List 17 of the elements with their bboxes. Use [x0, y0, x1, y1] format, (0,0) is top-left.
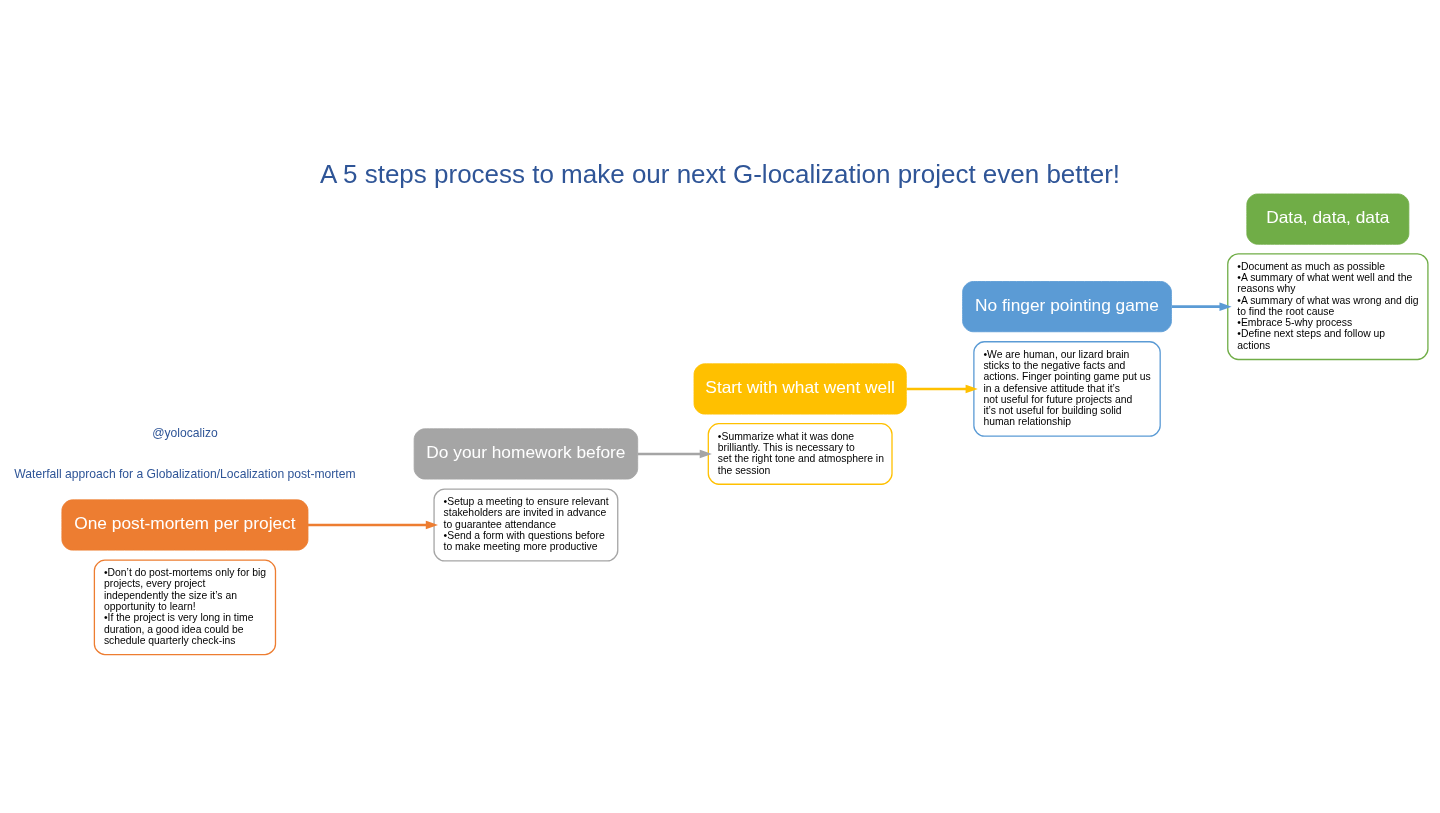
arrow: [906, 384, 978, 394]
node-box: Data, data, data: [1246, 193, 1410, 245]
node-box: One post-mortem per project: [61, 499, 309, 551]
label: @yolocalizo: [152, 426, 218, 441]
node-box: •We are human, our lizard brain sticks to the negative facts and actions. Finger pointing game put us in a defensive attitude that it’s not useful for future projects and it’s not useful for building solid human relationship: [973, 341, 1161, 437]
arrow: [1171, 302, 1232, 311]
arrow: [308, 520, 438, 530]
node-box: •Don’t do post-mortems only for big projects, every project independently the size it’s an opportunity to learn! •If the project is very long in time duration, a good idea could be schedule quarterly check-ins: [93, 559, 277, 656]
diagram-title: A 5 steps process to make our next G-localization project even better!: [319, 158, 1121, 189]
node-box: Do your homework before: [413, 428, 639, 480]
node-box: •Document as much as possible •A summary of what went well and the reasons why •A summary of what was wrong and dig to find the root cause •Embrace 5-why process •Define next steps and follow up actions: [1227, 253, 1429, 361]
arrow: [638, 449, 712, 459]
node-box: No finger pointing game: [962, 281, 1172, 333]
node-box: •Summarize what it was done brilliantly. This is necessary to set the right tone and atmosphere in the session: [707, 422, 893, 485]
label: Waterfall approach for a Globalization/Localization post-mortem: [14, 466, 356, 481]
node-box: •Setup a meeting to ensure relevant stakeholders are invited in advance to guarantee attendance •Send a form with questions before to make meeting more productive: [433, 488, 619, 562]
node-box: Start with what went well: [693, 363, 907, 415]
